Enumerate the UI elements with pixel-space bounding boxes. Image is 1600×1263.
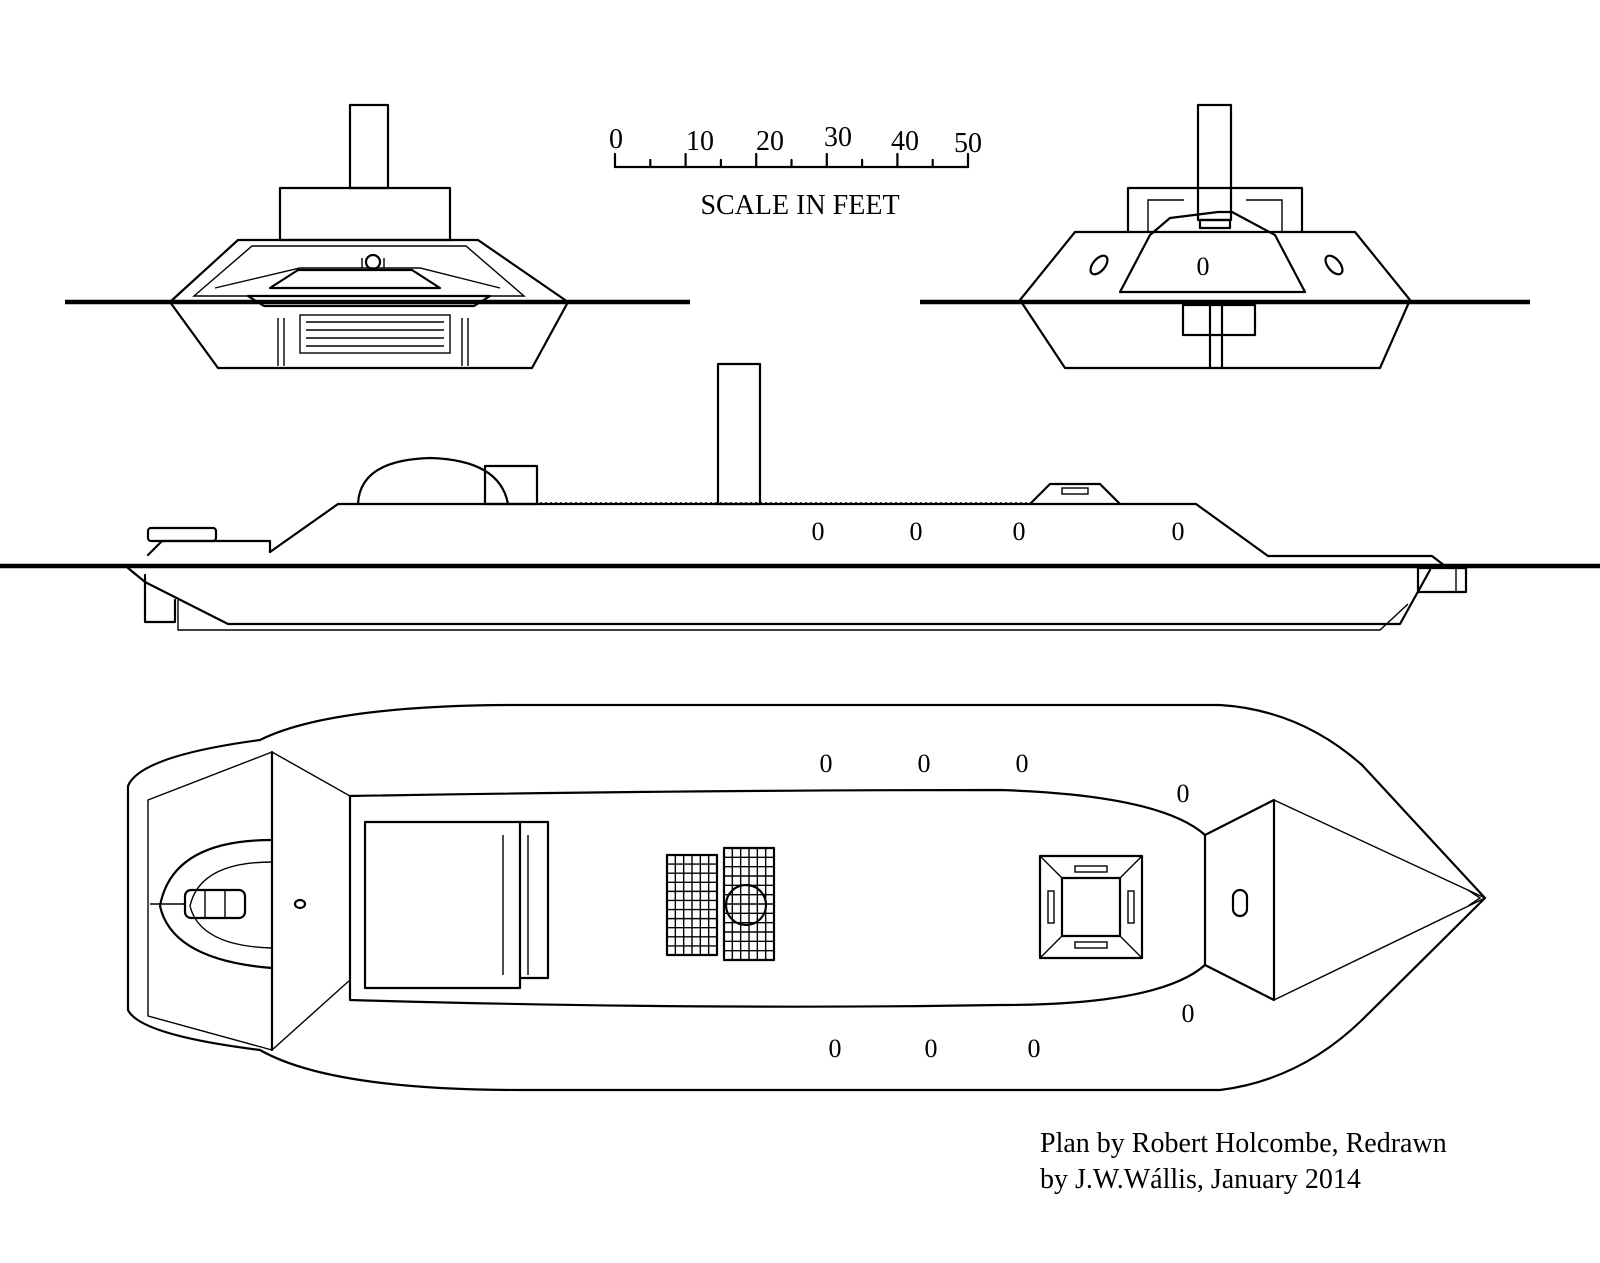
deck-plan-view: 0 0 0 0 0 0 0 0 [126, 703, 1487, 1092]
side-elevation-view: 0 0 0 0 [0, 362, 1600, 631]
side-casemate [268, 502, 1270, 558]
stern-port-right [1324, 254, 1344, 276]
drawing-credit: Plan by Robert Holcombe, Redrawn by J.W.… [1040, 1126, 1447, 1198]
side-forward-hatch [1028, 482, 1122, 506]
deck-funnel-base [724, 883, 768, 927]
deck-gunport: 0 [1177, 779, 1190, 808]
side-hull-bottom [126, 566, 1432, 626]
deck-gunport: 0 [1182, 999, 1195, 1028]
side-funnel [716, 362, 762, 506]
side-aft-house [483, 464, 539, 506]
stern-port-left [1089, 254, 1109, 276]
front-end-view [65, 103, 690, 370]
deck-gunport: 0 [918, 749, 931, 778]
side-stern-gun [146, 526, 218, 543]
deck-stern-gun-track [158, 838, 274, 970]
scale-tick-label-20: 20 [756, 126, 784, 157]
credit-line-1: Plan by Robert Holcombe, Redrawn [1040, 1128, 1447, 1159]
scale-tick-label-10: 10 [686, 126, 714, 157]
scale-tick-label-30: 30 [824, 122, 852, 153]
deck-stern-port [293, 898, 307, 910]
stern-end-view: 0 [920, 103, 1530, 370]
scale-label: SCALE IN FEET [700, 190, 899, 221]
deck-gunport: 0 [1016, 749, 1029, 778]
side-gunport: 0 [910, 517, 923, 546]
scale-tick-label-0: 0 [609, 124, 623, 155]
scale-tick-label-50: 50 [954, 128, 982, 159]
stern-port-center: 0 [1197, 252, 1210, 281]
side-gunport: 0 [1013, 517, 1026, 546]
deck-forward-port [1231, 888, 1249, 918]
front-pilothouse [278, 186, 452, 242]
deck-gunport: 0 [829, 1034, 842, 1063]
front-gun-muzzle [364, 253, 382, 271]
side-gunport: 0 [1172, 517, 1185, 546]
front-casemate [268, 268, 442, 290]
deck-grate-left [665, 853, 719, 957]
deck-outer-hull [126, 703, 1487, 1092]
side-dome-turret [356, 456, 510, 506]
stern-funnel [1196, 103, 1233, 222]
deck-aft-house [363, 820, 522, 990]
deck-gunport: 0 [1028, 1034, 1041, 1063]
scale-tick-label-40: 40 [891, 126, 919, 157]
deck-gunport: 0 [820, 749, 833, 778]
front-funnel [348, 103, 390, 190]
side-gunport: 0 [812, 517, 825, 546]
scale-bar: 0 10 20 30 40 50 SCALE IN FEET [609, 122, 982, 221]
stern-rudder-box [1181, 303, 1257, 337]
deck-gunport: 0 [925, 1034, 938, 1063]
deck-forward-hatch [1038, 854, 1144, 960]
stern-hatch [1198, 218, 1232, 230]
credit-line-2: by J.W.Wállis, January 2014 [1040, 1164, 1361, 1195]
